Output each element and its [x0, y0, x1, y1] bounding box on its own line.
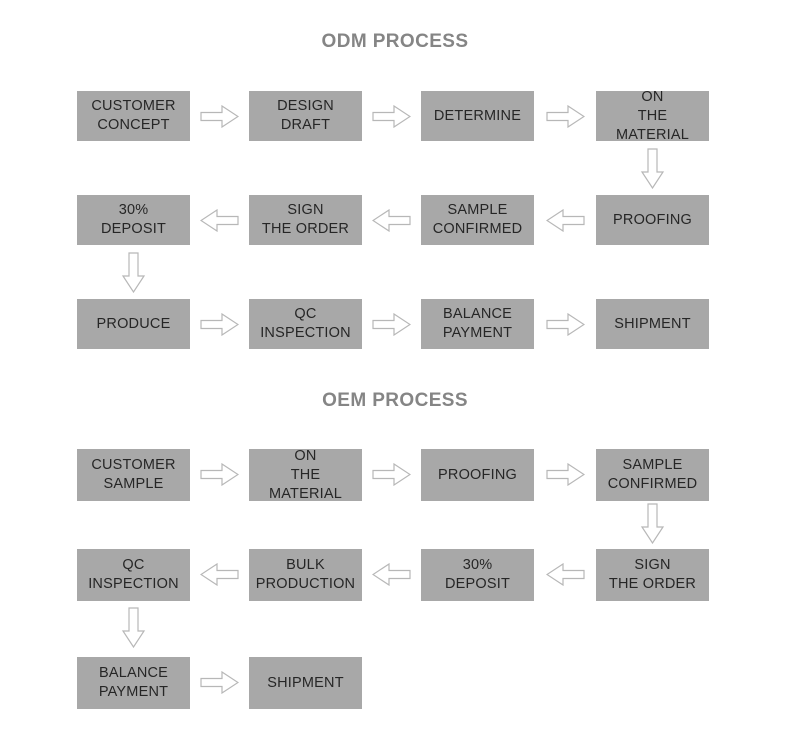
- arrow-left-icon: [372, 209, 411, 232]
- odm-step-balance-payment[interactable]: BALANCE PAYMENT: [421, 299, 534, 349]
- arrow-left-icon: [546, 563, 585, 586]
- oem-step-sign-the-order[interactable]: SIGN THE ORDER: [596, 549, 709, 601]
- odm-step-30-percent-deposit[interactable]: 30% DEPOSIT: [77, 195, 190, 245]
- arrow-left-icon: [200, 563, 239, 586]
- odm-step-determine[interactable]: DETERMINE: [421, 91, 534, 141]
- odm-step-sign-the-order[interactable]: SIGN THE ORDER: [249, 195, 362, 245]
- oem-step-shipment[interactable]: SHIPMENT: [249, 657, 362, 709]
- oem-step-balance-payment[interactable]: BALANCE PAYMENT: [77, 657, 190, 709]
- arrow-right-icon: [200, 105, 239, 128]
- oem-step-proofing[interactable]: PROOFING: [421, 449, 534, 501]
- arrow-right-icon: [372, 313, 411, 336]
- oem-step-bulk-production[interactable]: BULK PRODUCTION: [249, 549, 362, 601]
- odm-process-title: ODM PROCESS: [321, 31, 469, 52]
- oem-step-qc-inspection[interactable]: QC INSPECTION: [77, 549, 190, 601]
- odm-step-customer-concept[interactable]: CUSTOMER CONCEPT: [77, 91, 190, 141]
- oem-step-30-percent-deposit[interactable]: 30% DEPOSIT: [421, 549, 534, 601]
- arrow-right-icon: [372, 105, 411, 128]
- oem-step-customer-sample[interactable]: CUSTOMER SAMPLE: [77, 449, 190, 501]
- arrow-left-icon: [200, 209, 239, 232]
- oem-step-sample-confirmed[interactable]: SAMPLE CONFIRMED: [596, 449, 709, 501]
- odm-step-proofing[interactable]: PROOFING: [596, 195, 709, 245]
- oem-step-on-the-material[interactable]: ON THE MATERIAL: [249, 448, 362, 502]
- arrow-right-icon: [200, 313, 239, 336]
- odm-step-sample-confirmed[interactable]: SAMPLE CONFIRMED: [421, 195, 534, 245]
- oem-process-title: OEM PROCESS: [322, 390, 468, 411]
- arrow-right-icon: [200, 671, 239, 694]
- arrow-down-icon: [640, 148, 665, 189]
- arrow-left-icon: [372, 563, 411, 586]
- arrow-right-icon: [546, 105, 585, 128]
- arrow-down-icon: [640, 503, 665, 544]
- odm-step-produce[interactable]: PRODUCE: [77, 299, 190, 349]
- odm-step-on-the-material[interactable]: ON THE MATERIAL: [596, 89, 709, 143]
- odm-step-shipment[interactable]: SHIPMENT: [596, 299, 709, 349]
- arrow-right-icon: [546, 463, 585, 486]
- odm-step-qc-inspection[interactable]: QC INSPECTION: [249, 299, 362, 349]
- arrow-right-icon: [372, 463, 411, 486]
- arrow-left-icon: [546, 209, 585, 232]
- arrow-right-icon: [546, 313, 585, 336]
- odm-step-design-draft[interactable]: DESIGN DRAFT: [249, 91, 362, 141]
- arrow-down-icon: [121, 252, 146, 293]
- arrow-right-icon: [200, 463, 239, 486]
- arrow-down-icon: [121, 607, 146, 648]
